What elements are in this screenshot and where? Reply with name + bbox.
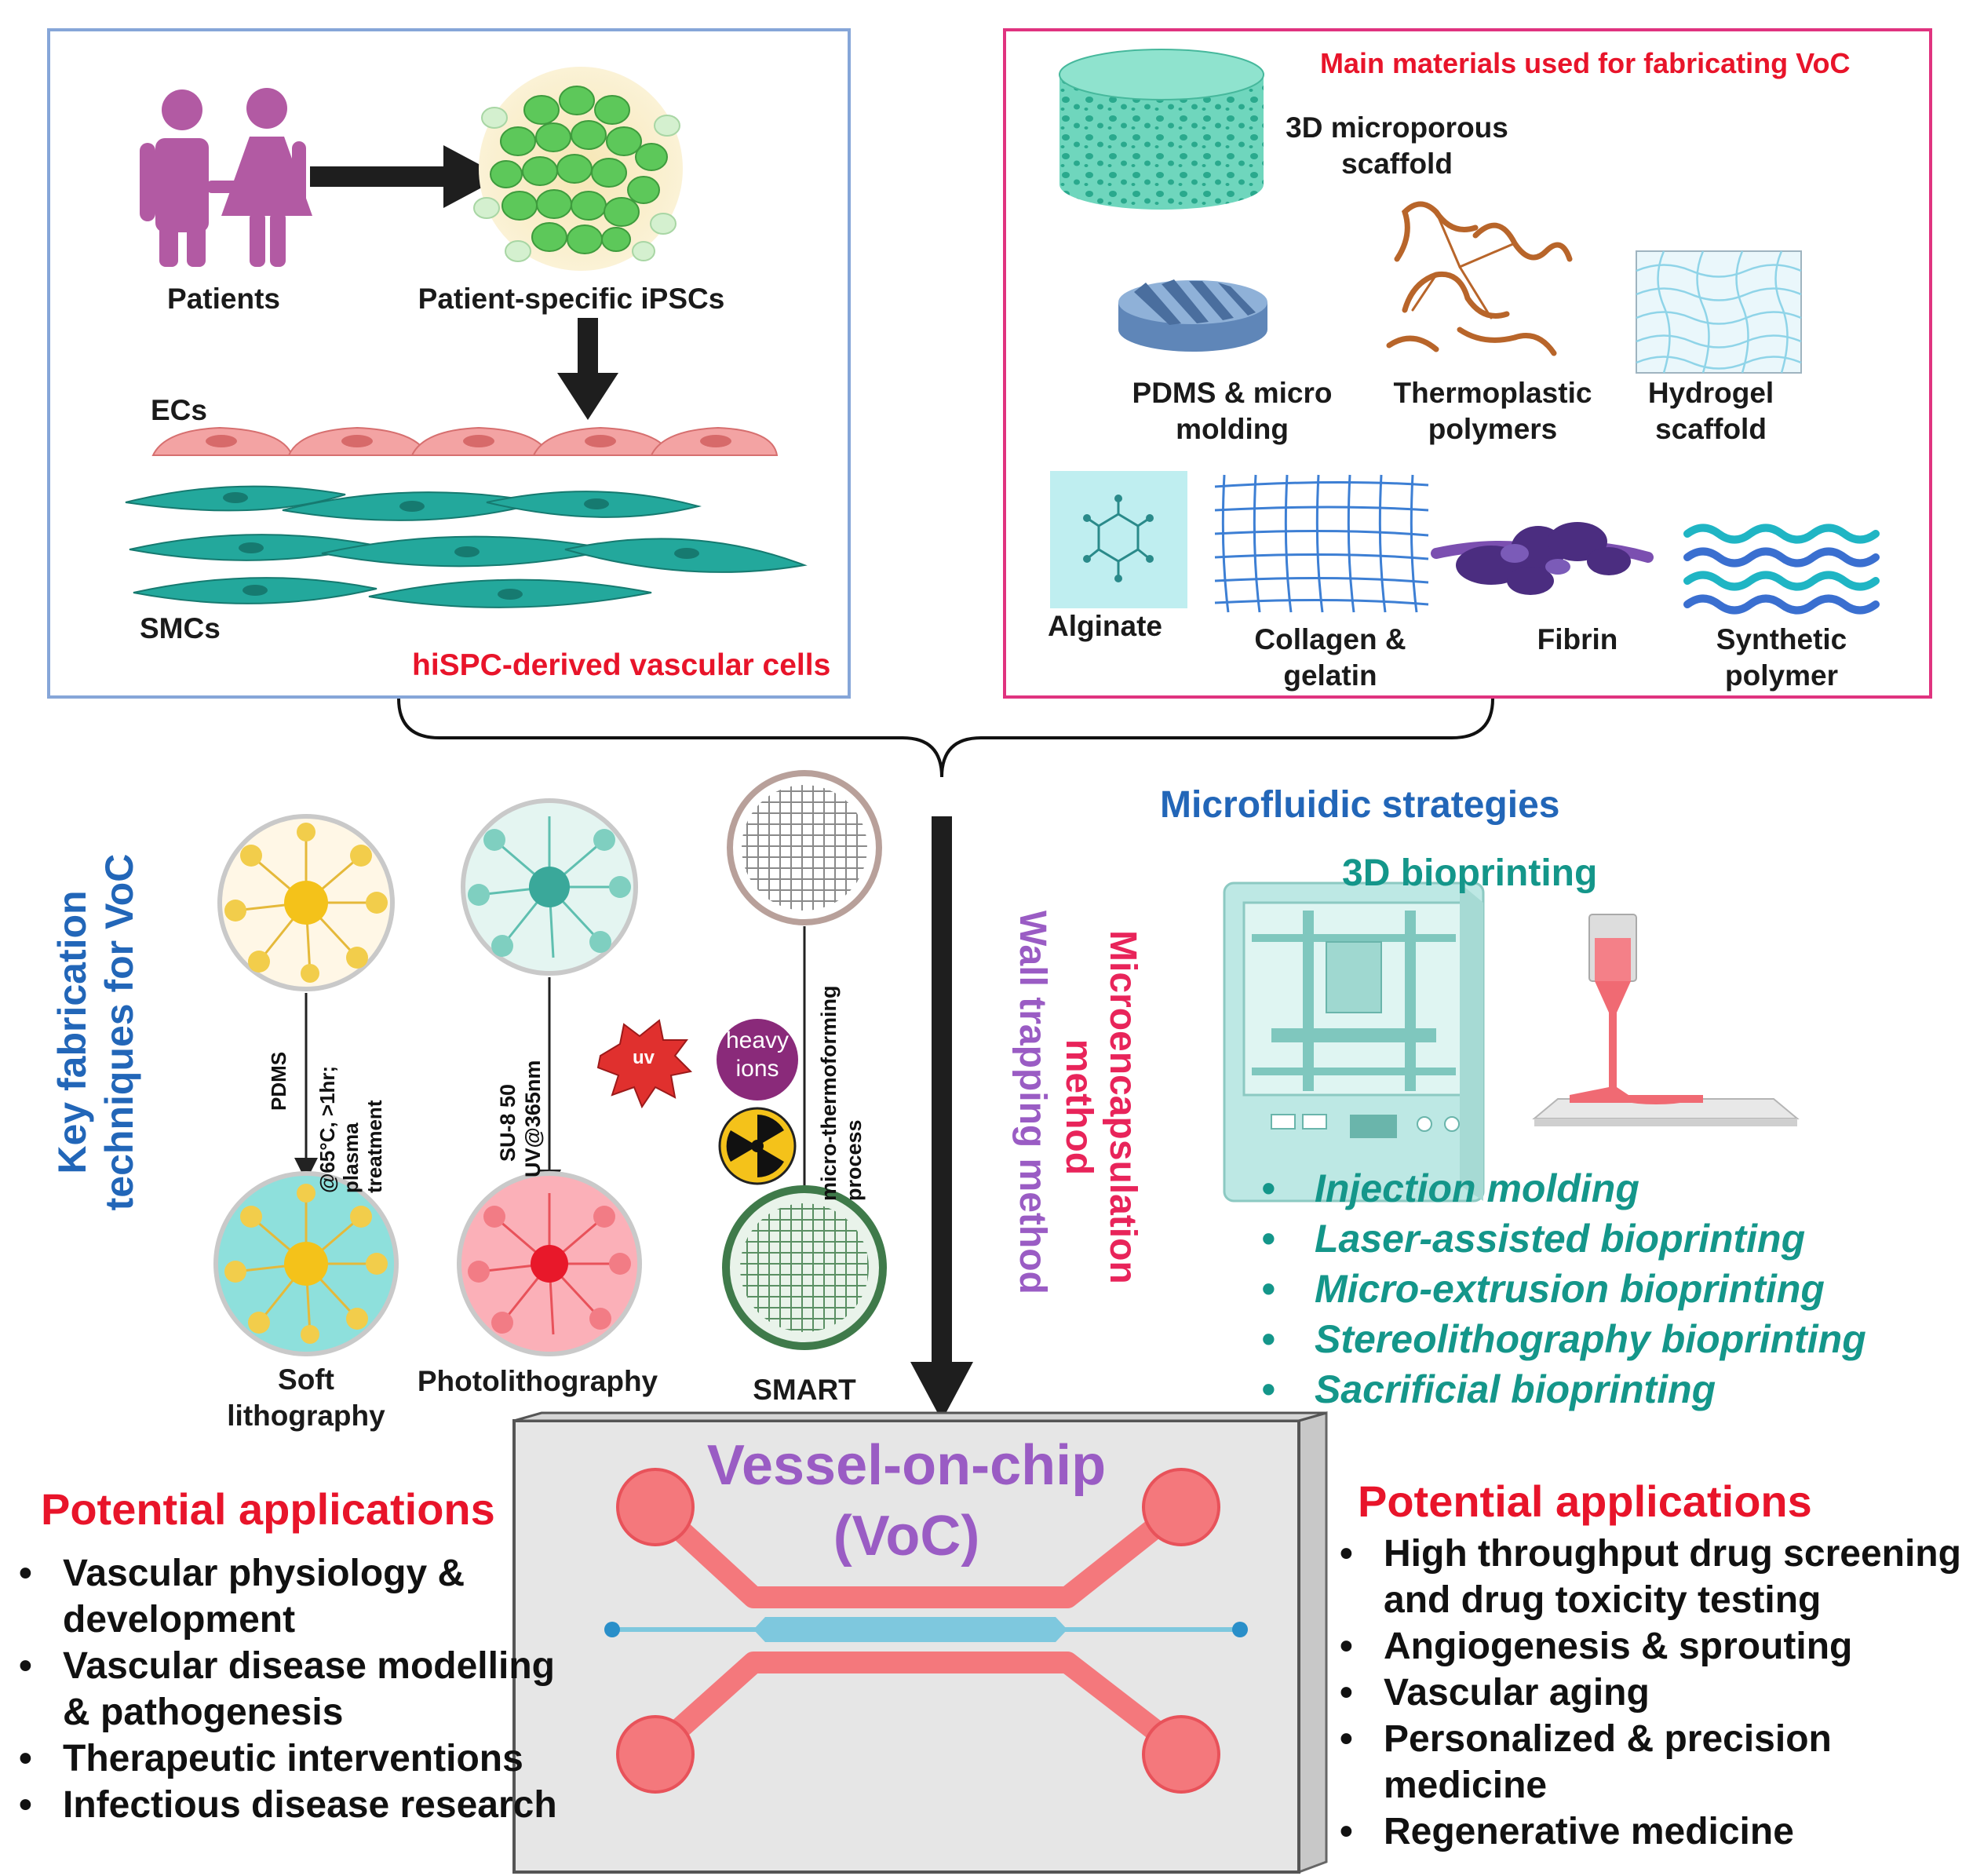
pdms-molding-icon xyxy=(1118,279,1267,352)
applications-left-list: Vascular physiology & development Vascul… xyxy=(17,1550,567,1828)
materials-panel-title: Main materials used for fabricating VoC xyxy=(1320,47,1851,79)
list-item: Infectious disease research xyxy=(17,1782,567,1828)
applications-right-list: High throughput drug screening and drug … xyxy=(1338,1531,1982,1855)
photo-step-uv: UV@365nm xyxy=(521,1060,545,1177)
smcs-cells-icon xyxy=(125,485,808,608)
chip-title: Vessel-on-chip(VoC) xyxy=(706,1434,1107,1568)
soft-lithography-dish-bottom xyxy=(213,1171,399,1356)
photolithography-label: Photolithography xyxy=(417,1365,658,1397)
list-item: Angiogenesis & sprouting xyxy=(1338,1623,1982,1670)
cells-panel-caption: hiSPC-derived vascular cells xyxy=(412,648,831,682)
list-item: Vascular physiology & development xyxy=(17,1550,502,1643)
patients-icon xyxy=(140,88,312,267)
list-item: Personalized & precision medicine xyxy=(1338,1716,1886,1808)
fibrin-label: Fibrin xyxy=(1537,623,1618,655)
smcs-label: SMCs xyxy=(140,612,221,644)
bioprinter-icon xyxy=(1223,881,1485,1203)
soft-lithography-dish-top xyxy=(217,814,395,991)
wall-trapping-label: Wall trapping method xyxy=(1012,911,1053,1294)
ecs-label: ECs xyxy=(151,394,207,426)
smart-dish-top xyxy=(727,770,882,925)
list-item: Laser-assisted bioprinting xyxy=(1260,1214,1866,1264)
collagen-label: Collagen &gelatin xyxy=(1254,623,1406,692)
uv-burst-icon xyxy=(596,1019,693,1109)
microporous-scaffold-icon xyxy=(1059,49,1264,210)
ipsc-cluster-icon xyxy=(473,67,683,271)
soft-step-pdms: PDMS xyxy=(267,1051,290,1111)
radiation-icon xyxy=(718,1107,797,1185)
materials-panel-border xyxy=(1003,28,1932,699)
list-item: Vascular disease modelling & pathogenesi… xyxy=(17,1643,565,1735)
microfluidic-heading: Microfluidic strategies xyxy=(1160,784,1560,826)
thermoplastic-polymers-icon xyxy=(1386,201,1573,356)
bioprinting-nozzle-icon xyxy=(1532,914,1800,1126)
alginate-icon xyxy=(1050,471,1187,608)
ipscs-label: Patient-specific iPSCs xyxy=(418,283,725,315)
microfluidic-list: Injection molding Laser-assisted bioprin… xyxy=(1260,1163,1866,1414)
hydrogel-scaffold-icon xyxy=(1636,250,1802,374)
photo-step-su8: SU-8 50 xyxy=(496,1083,520,1162)
list-item: Therapeutic interventions xyxy=(17,1735,567,1782)
heavy-ions-icon xyxy=(717,1019,798,1100)
list-item: Injection molding xyxy=(1260,1163,1866,1214)
list-item: Stereolithography bioprinting xyxy=(1260,1314,1866,1364)
list-item: High throughput drug screening and drug … xyxy=(1338,1531,1980,1623)
applications-left-heading: Potential applications xyxy=(41,1484,495,1534)
fibrin-icon xyxy=(1431,522,1654,595)
arrow-to-ipscs xyxy=(310,145,502,208)
cells-panel-border xyxy=(47,28,851,699)
applications-right-heading: Potential applications xyxy=(1358,1476,1812,1526)
central-arrow xyxy=(910,816,973,1421)
uv-badge-label: uv xyxy=(632,1047,655,1068)
photolithography-dish-bottom xyxy=(457,1171,642,1356)
smart-label: SMART xyxy=(753,1374,856,1406)
list-item: Vascular aging xyxy=(1338,1670,1982,1716)
alginate-label: Alginate xyxy=(1048,610,1162,642)
arrow-to-vascular-cells xyxy=(557,318,618,420)
photolithography-dish-top xyxy=(461,798,638,976)
list-item: Sacrificial bioprinting xyxy=(1260,1364,1866,1414)
list-item: Regenerative medicine xyxy=(1338,1808,1982,1855)
ecs-cells-icon xyxy=(151,426,779,456)
list-item: Micro-extrusion bioprinting xyxy=(1260,1264,1866,1314)
bioprinting-heading: 3D bioprinting xyxy=(1342,852,1598,894)
vessel-on-chip-icon xyxy=(512,1411,1328,1874)
patients-label: Patients xyxy=(167,283,280,315)
smart-dish-bottom xyxy=(722,1185,887,1350)
collagen-gelatin-icon xyxy=(1214,474,1429,613)
synthetic-polymer-icon xyxy=(1683,524,1880,615)
panels-brace xyxy=(397,698,1494,778)
